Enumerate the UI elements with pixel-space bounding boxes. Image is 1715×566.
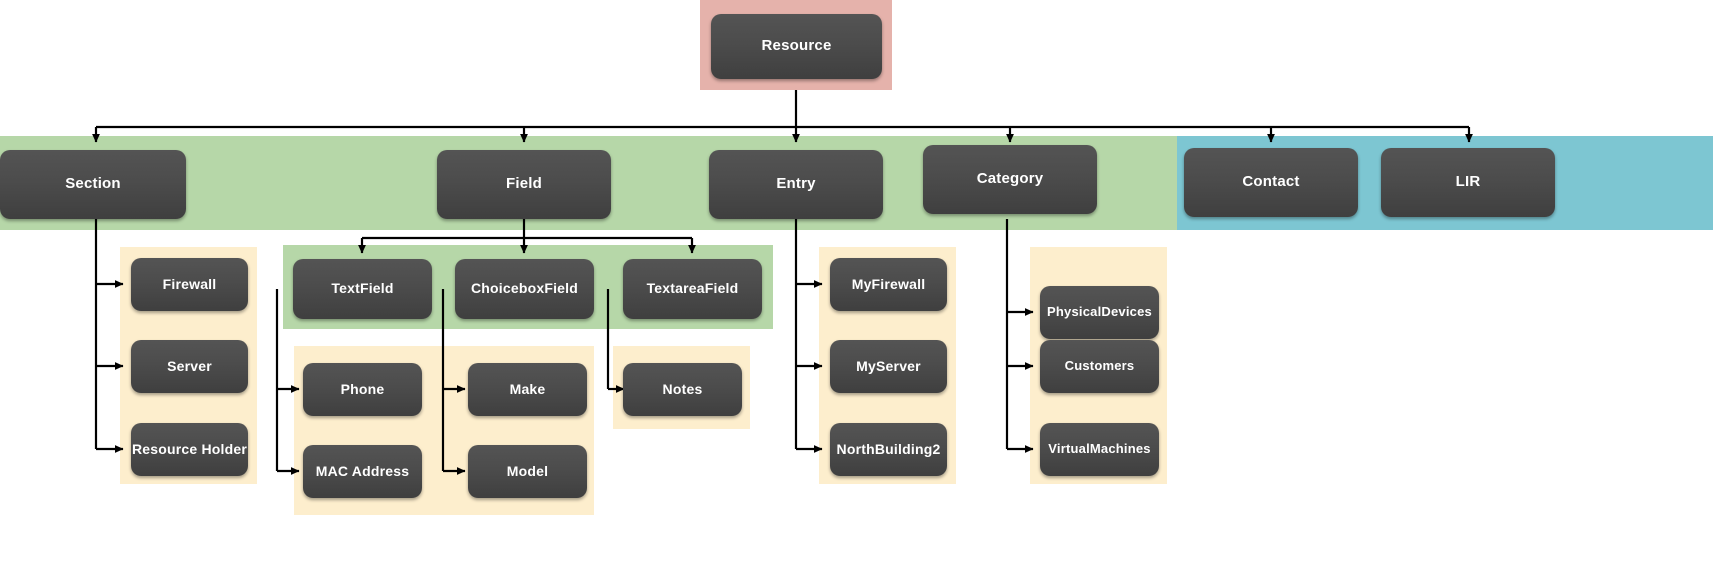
node-server[interactable]: Server (131, 340, 248, 393)
node-section[interactable]: Section (0, 150, 186, 219)
node-notes[interactable]: Notes (623, 363, 742, 416)
node-field[interactable]: Field (437, 150, 611, 219)
node-customers[interactable]: Customers (1040, 340, 1159, 393)
node-resource[interactable]: Resource (711, 14, 882, 79)
node-textfield[interactable]: TextField (293, 259, 432, 319)
node-make[interactable]: Make (468, 363, 587, 416)
node-virtualmachines[interactable]: VirtualMachines (1040, 423, 1159, 476)
node-firewall[interactable]: Firewall (131, 258, 248, 311)
node-myserver[interactable]: MyServer (830, 340, 947, 393)
node-lir[interactable]: LIR (1381, 148, 1555, 217)
node-northbuilding2[interactable]: NorthBuilding2 (830, 423, 947, 476)
node-choiceboxfield[interactable]: ChoiceboxField (455, 259, 594, 319)
node-category[interactable]: Category (923, 145, 1097, 214)
node-myfirewall[interactable]: MyFirewall (830, 258, 947, 311)
node-resource-holder[interactable]: Resource Holder (131, 423, 248, 476)
node-contact[interactable]: Contact (1184, 148, 1358, 217)
node-entry[interactable]: Entry (709, 150, 883, 219)
node-physicaldevices[interactable]: PhysicalDevices (1040, 286, 1159, 339)
node-model[interactable]: Model (468, 445, 587, 498)
node-phone[interactable]: Phone (303, 363, 422, 416)
node-textareafield[interactable]: TextareaField (623, 259, 762, 319)
node-mac-address[interactable]: MAC Address (303, 445, 422, 498)
